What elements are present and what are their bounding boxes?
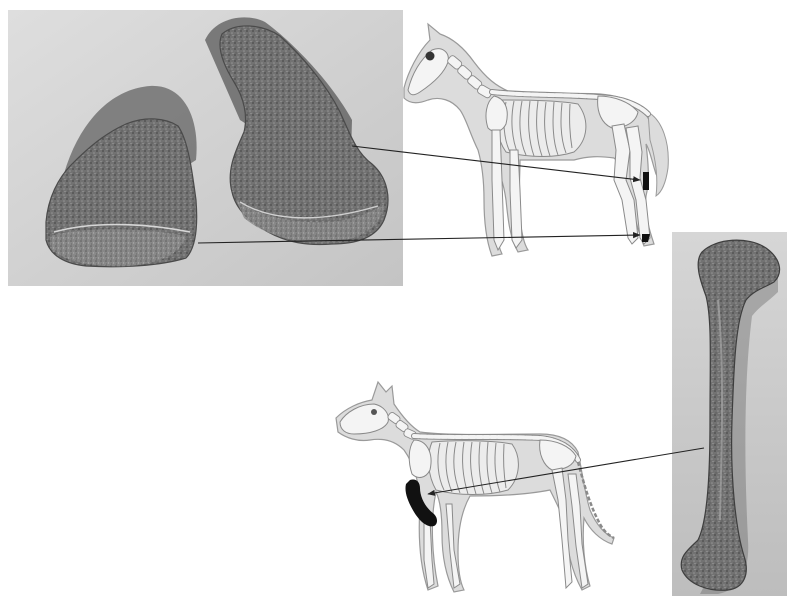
long-bone-photo (672, 232, 787, 596)
horse-ribcage (496, 100, 586, 157)
dog-skeleton-icon (336, 382, 614, 592)
dog-eye-socket (371, 409, 377, 415)
horse-eye-socket (426, 52, 435, 61)
horse-skeleton-icon (404, 24, 668, 256)
bone-fragments-photo (8, 10, 403, 286)
horse-highlighted-bone (643, 172, 649, 190)
